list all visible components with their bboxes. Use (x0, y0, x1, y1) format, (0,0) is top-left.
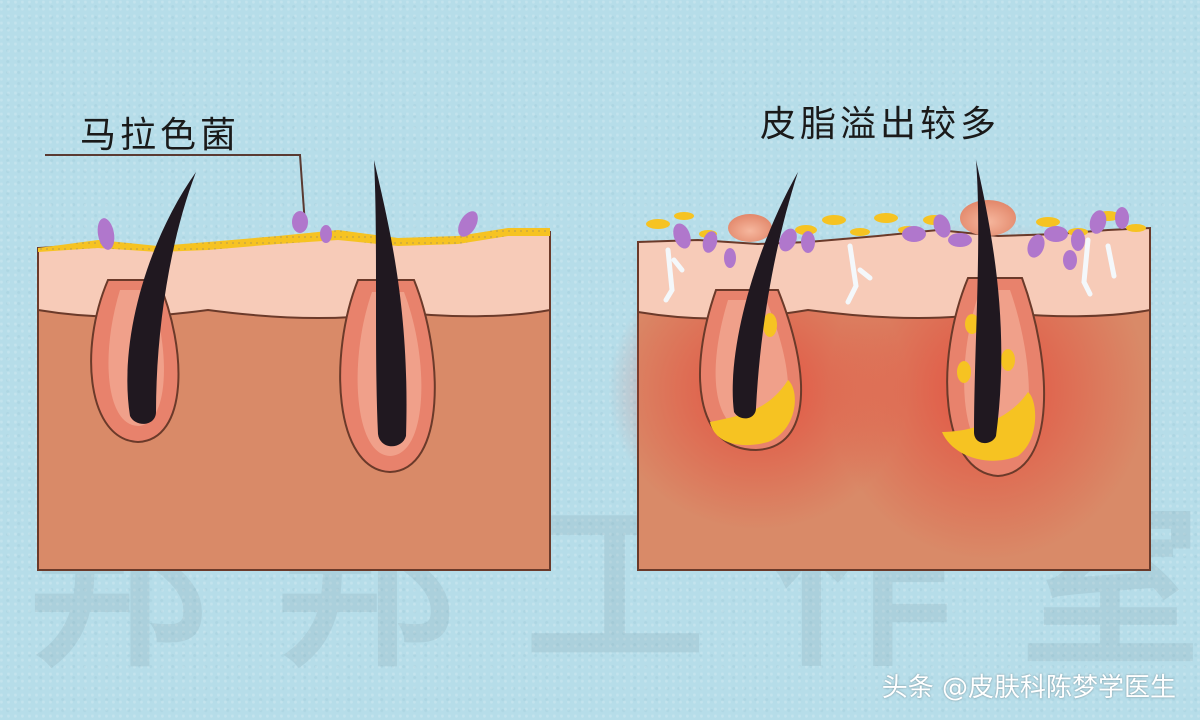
skin-bump (728, 214, 772, 242)
footer-credit: 头条 @皮肤科陈梦学医生 (881, 673, 1176, 703)
label-malassezia: 马拉色菌 (80, 115, 241, 156)
skin-bump (960, 200, 1016, 236)
hair-shaft (974, 160, 1002, 444)
sebum-droplet (1001, 349, 1015, 371)
malassezia-cluster (673, 207, 1129, 270)
hair-shaft (127, 172, 196, 424)
sebum-droplet (763, 313, 777, 337)
label-excess-sebum: 皮脂溢出较多 (760, 104, 1001, 145)
sebum-droplet (965, 314, 979, 334)
normal-skin-diagram (37, 160, 551, 571)
malassezia-cell (320, 225, 332, 243)
malassezia-cell (97, 218, 115, 250)
malassezia-cell (458, 211, 478, 237)
malassezia-cell (292, 211, 308, 233)
inflamed-skin-diagram (608, 160, 1151, 571)
hair-shaft (374, 160, 407, 447)
sebum-droplet (957, 361, 971, 383)
hair-shaft (732, 172, 798, 419)
